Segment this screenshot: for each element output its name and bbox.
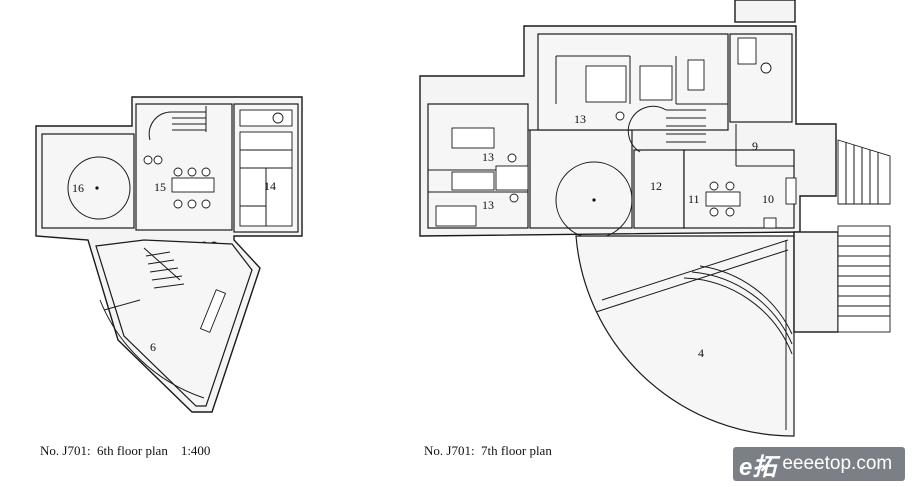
seventh-floor-plan — [419, 0, 891, 437]
stair-lower-6th — [143, 247, 185, 289]
room-16-area — [41, 133, 135, 229]
right-platform-7th — [793, 231, 839, 333]
partition-6th — [103, 299, 141, 311]
watermark-logo: e拓 — [739, 453, 777, 481]
terrace-diagonal-wall — [601, 239, 789, 301]
room-label-13-middle: 13 — [482, 150, 494, 164]
right-stair-upper — [837, 139, 891, 205]
room-11-10-area — [683, 149, 795, 229]
cabinet-10 — [785, 177, 797, 205]
dining-table-15 — [171, 177, 215, 193]
table-11 — [705, 191, 741, 207]
room-label-6: 6 — [150, 340, 156, 354]
room-label-14: 14 — [264, 179, 276, 193]
room-label-10: 10 — [762, 192, 774, 206]
desk-13 — [495, 165, 529, 191]
room-label-16: 16 — [72, 181, 84, 195]
site-watermark: e拓 eeeetop.com — [733, 447, 905, 481]
round-room-center — [592, 198, 596, 202]
spiral-stair-6th — [148, 111, 173, 141]
room-15-area — [135, 103, 233, 231]
right-stair-lower — [837, 225, 891, 333]
bath-tub-7th — [639, 65, 673, 101]
counter-6th — [199, 289, 227, 333]
round-table-center — [95, 186, 99, 190]
spiral-stair-7th — [627, 105, 667, 153]
round-room-area — [529, 129, 633, 229]
room-4-terrace — [575, 235, 795, 437]
shower-7th — [737, 37, 757, 65]
watermark-site: eeeetop.com — [782, 453, 893, 474]
room-12-area — [633, 149, 685, 229]
sink-10 — [763, 217, 777, 229]
caption-seventh-floor: No. J701: 7th floor plan — [424, 443, 552, 458]
terrace-diagonal-wall-inner — [595, 249, 789, 313]
room-label-13-bottom: 13 — [482, 198, 494, 212]
toilet-6th — [272, 112, 284, 124]
terrace-step-arc-1 — [699, 265, 793, 335]
tatami-lines-14 — [240, 149, 292, 226]
washbasin-7th — [687, 59, 705, 91]
stair-treads-6th — [172, 106, 207, 132]
bed-13-middle — [451, 171, 495, 191]
bed-13-lower — [435, 205, 477, 227]
curved-wall-6th — [99, 299, 205, 399]
room-label-9: 9 — [752, 139, 758, 153]
terrace-step-arc-2 — [691, 271, 793, 345]
bed-13-upper — [451, 127, 495, 149]
room-label-13-top: 13 — [574, 112, 586, 126]
chairs-7th — [507, 111, 735, 217]
room-label-4: 4 — [698, 346, 704, 360]
round-table-16 — [67, 156, 131, 220]
terrace-step-arc-3 — [683, 277, 793, 355]
stair-treads-7th — [666, 109, 706, 143]
room-label-12: 12 — [650, 179, 662, 193]
chairs-15 — [143, 155, 211, 209]
room-label-15: 15 — [154, 180, 166, 194]
sixth-floor-plan — [35, 96, 303, 413]
caption-sixth-floor: No. J701: 6th floor plan 1:400 — [40, 443, 211, 458]
bed-upper-room — [585, 65, 627, 103]
wc-6th — [239, 109, 293, 127]
room-label-11: 11 — [688, 192, 700, 206]
toilet-7th — [760, 62, 772, 74]
roof-box-7th — [734, 0, 796, 23]
room-6-area — [95, 239, 253, 407]
